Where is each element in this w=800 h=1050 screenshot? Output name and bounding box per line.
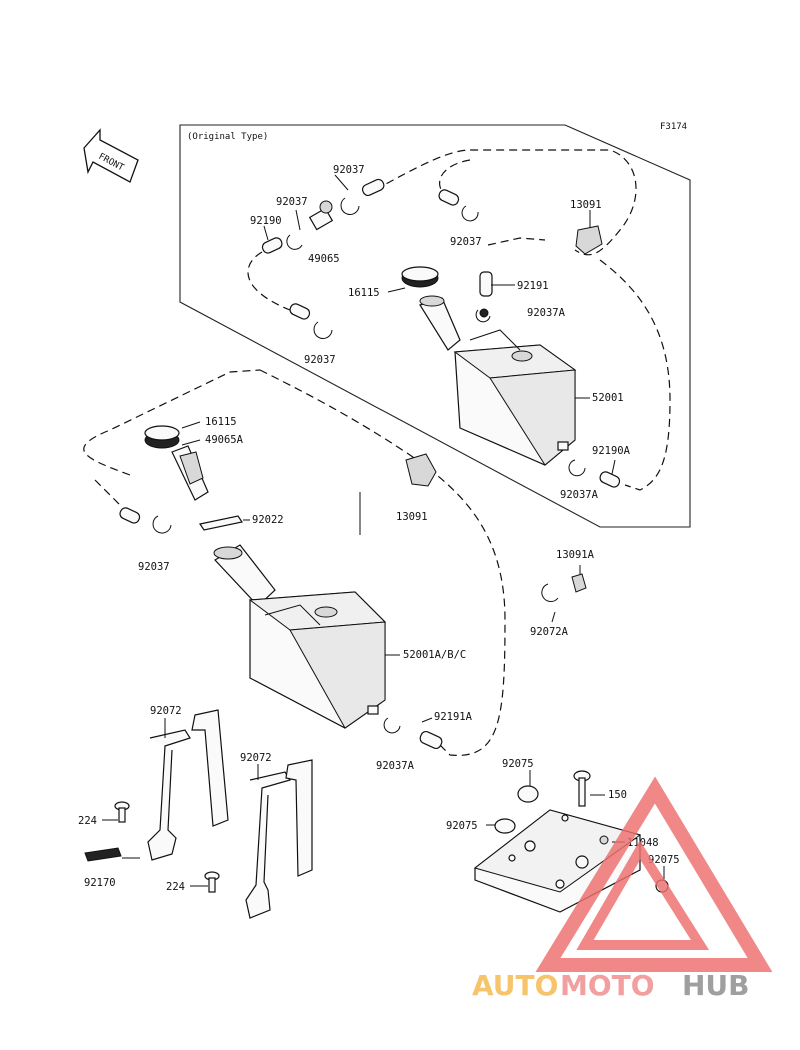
label-92075: 92075 <box>648 854 680 866</box>
watermark-moto: MOTO <box>560 969 655 1002</box>
label-13091a: 13091A <box>556 549 595 561</box>
tank-52001abc <box>213 544 387 729</box>
label-92037a: 92037A <box>527 307 566 319</box>
hose-92190 <box>261 237 283 254</box>
strip-92022 <box>199 515 243 531</box>
strap-92072-right <box>245 759 313 919</box>
watermark-hub: HUB <box>682 969 750 1002</box>
label-11048: 11048 <box>627 837 659 849</box>
leader <box>551 611 556 623</box>
label-92190: 92190 <box>250 215 282 227</box>
label-13091: 13091 <box>570 199 602 211</box>
label-92037: 92037 <box>138 561 170 573</box>
hose-lower-main <box>259 369 506 756</box>
grommet-13091a <box>571 573 587 593</box>
hose-upper-left <box>247 251 291 311</box>
bolt-150 <box>573 770 591 807</box>
bolt-224-upper <box>114 801 130 823</box>
hose-lower-92037 <box>119 507 141 524</box>
clamp-92037-lower <box>313 321 333 339</box>
label-52001abc: 52001A/B/C <box>403 649 466 661</box>
clamp-92037-left <box>286 234 303 250</box>
label-13091: 13091 <box>396 511 428 523</box>
clamp-92037-top <box>340 197 360 215</box>
hose-lower-left <box>289 303 311 320</box>
label-16115: 16115 <box>205 416 237 428</box>
watermark-auto: AUTO <box>472 969 558 1002</box>
original-type-label: (Original Type) <box>187 132 268 142</box>
label-92072: 92072 <box>150 705 182 717</box>
label-92022: 92022 <box>252 514 284 526</box>
automotohub-logo: AUTO MOTO HUB <box>472 776 773 1002</box>
label-92190a: 92190A <box>592 445 631 457</box>
clamp-92037a-upper <box>568 459 586 477</box>
hose-lower-left <box>83 369 261 476</box>
label-52001: 52001 <box>592 392 624 404</box>
leader <box>611 459 616 475</box>
label-92072: 92072 <box>240 752 272 764</box>
label-92037a: 92037A <box>376 760 415 772</box>
clamp-92037-right <box>461 205 479 222</box>
cap-16115-lower <box>144 425 180 449</box>
hose-92191 <box>479 271 493 297</box>
label-224: 224 <box>166 881 185 893</box>
hose-lower-stub <box>94 479 121 506</box>
strap-92072-left <box>147 709 229 861</box>
clamp-92072a <box>541 583 559 602</box>
label-16115: 16115 <box>348 287 380 299</box>
label-224: 224 <box>78 815 97 827</box>
label-49065: 49065 <box>308 253 340 265</box>
label-49065a: 49065A <box>205 434 244 446</box>
hose-upper-side <box>599 259 671 491</box>
leader <box>421 717 433 723</box>
label-92191a: 92191A <box>434 711 473 723</box>
hose-upper-top <box>374 149 637 256</box>
hose-92191a <box>419 730 443 750</box>
leader <box>181 439 201 446</box>
washer-92075-top <box>517 785 539 803</box>
label-92037: 92037 <box>304 354 336 366</box>
figure-code: F3174 <box>660 122 687 132</box>
bolt-224-lower <box>204 871 220 893</box>
hose-92190a <box>599 471 621 488</box>
connector-49065 <box>308 200 334 231</box>
clip-11048 <box>599 835 609 845</box>
filler-neck-inner <box>179 451 204 485</box>
tank-52001 <box>401 266 577 466</box>
label-92037: 92037 <box>450 236 482 248</box>
clamp-92037-lower-left <box>152 515 172 534</box>
plate-92170 <box>84 847 122 862</box>
leader <box>334 174 349 191</box>
leader <box>181 421 201 429</box>
label-92075: 92075 <box>502 758 534 770</box>
grommet-13091-lower <box>405 453 437 487</box>
front-arrow-icon: FRONT <box>83 128 139 183</box>
original-type-frame <box>179 124 691 528</box>
label-92072a: 92072A <box>530 626 569 638</box>
label-92037: 92037 <box>333 164 365 176</box>
leader <box>295 209 301 231</box>
hose-upper-mid <box>487 237 546 246</box>
label-92191: 92191 <box>517 280 549 292</box>
hose-segment-upper <box>361 178 385 197</box>
clamp-92037a-lower <box>383 717 401 734</box>
label-92170: 92170 <box>84 877 116 889</box>
label-150: 150 <box>608 789 627 801</box>
label-92037a: 92037A <box>560 489 599 501</box>
grommet-13091-upper <box>575 225 603 255</box>
label-92075: 92075 <box>446 820 478 832</box>
hose-segment-right <box>438 189 460 206</box>
label-92037: 92037 <box>276 196 308 208</box>
washer-92075-mid <box>494 818 516 834</box>
leader <box>263 225 269 241</box>
leader <box>387 287 406 293</box>
